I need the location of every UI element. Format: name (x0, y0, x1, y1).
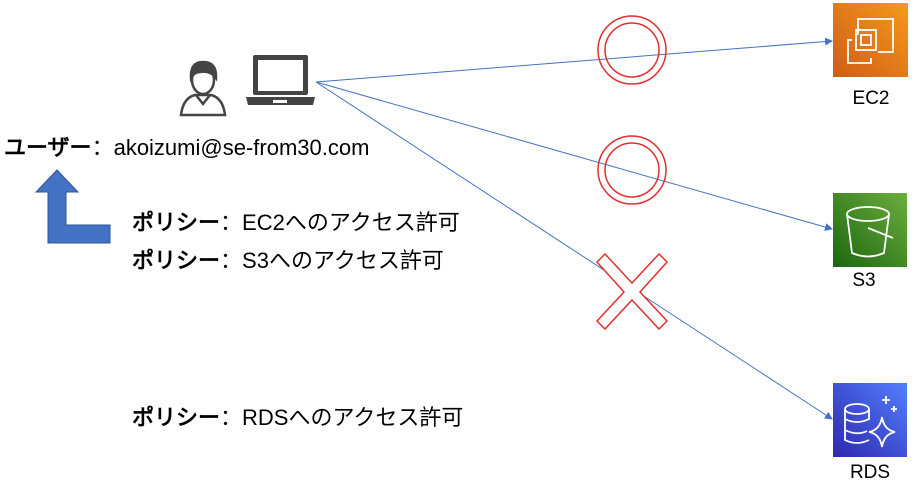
policy-rds: ポリシー：RDSへのアクセス許可 (132, 400, 463, 432)
policy-text: S3へのアクセス許可 (242, 248, 444, 273)
s3-label: S3 (852, 270, 876, 291)
policy-text: RDSへのアクセス許可 (242, 405, 464, 430)
allowed-mark-ec2 (597, 15, 667, 85)
policy-ec2: ポリシー：EC2へのアクセス許可 (132, 205, 460, 237)
s3-icon (833, 193, 907, 267)
bent-up-arrow (34, 169, 111, 244)
connection-ec2 (315, 37, 833, 83)
user-line: ユーザー：akoizumi@se-from30.com (4, 130, 369, 162)
user-icon (179, 60, 227, 117)
rds-label: RDS (849, 462, 891, 483)
policy-separator: ： (220, 210, 243, 235)
ec2-icon (833, 3, 908, 77)
policy-text: EC2へのアクセス許可 (242, 210, 460, 235)
policy-label: ポリシー (132, 210, 221, 235)
connection-rds (315, 81, 833, 420)
denied-mark-rds (595, 252, 669, 331)
ec2-label: EC2 (852, 88, 890, 109)
policy-label: ポリシー (132, 405, 221, 430)
user-separator: ： (91, 135, 114, 160)
policy-label: ポリシー (132, 248, 221, 273)
allowed-mark-s3 (597, 135, 667, 205)
rds-icon (833, 383, 907, 457)
user-label: ユーザー (4, 135, 92, 160)
connection-s3 (315, 81, 833, 231)
policy-separator: ： (220, 405, 243, 430)
user-email: akoizumi@se-from30.com (113, 135, 370, 160)
policy-separator: ： (220, 248, 243, 273)
policy-s3: ポリシー：S3へのアクセス許可 (132, 243, 444, 275)
laptop-icon (246, 55, 315, 105)
